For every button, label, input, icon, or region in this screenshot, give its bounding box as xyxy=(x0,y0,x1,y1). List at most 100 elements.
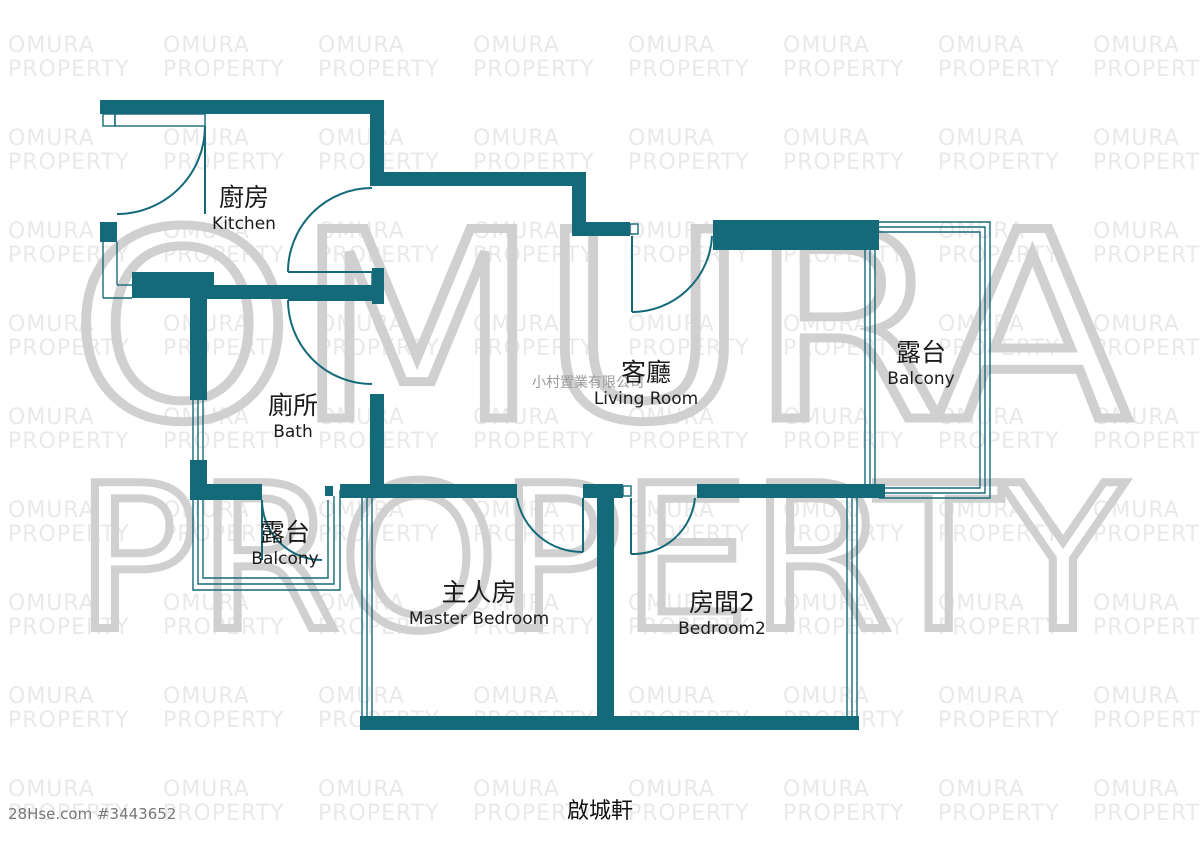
watermark-tile-line1: OMURA xyxy=(318,498,405,523)
watermark-tile-line1: OMURA xyxy=(8,684,95,709)
watermark-tile-line1: OMURA xyxy=(1093,684,1180,709)
property-name: 啟城軒 xyxy=(566,799,634,824)
watermark-tile-line1: OMURA xyxy=(8,777,95,802)
room-label-balcony-right: 露台 Balcony xyxy=(887,338,954,390)
watermark-tile-line1: OMURA xyxy=(163,405,250,430)
watermark-tile-line2: PROPERTY xyxy=(783,522,905,547)
watermark-tile-line1: OMURA xyxy=(628,684,715,709)
watermark-tile-line2: PROPERTY xyxy=(938,150,1060,175)
watermark-tile-line2: PROPERTY xyxy=(783,336,905,361)
watermark-tile-line1: OMURA xyxy=(1093,591,1180,616)
watermark-tile-line1: OMURA xyxy=(318,312,405,337)
room-label-master-zh: 主人房 xyxy=(441,578,517,607)
watermark-tile-line2: PROPERTY xyxy=(163,615,285,640)
watermark-tile-line2: PROPERTY xyxy=(473,522,595,547)
watermark-tile-line1: OMURA xyxy=(163,684,250,709)
watermark-tile-line2: PROPERTY xyxy=(938,615,1060,640)
watermark-tile-line1: OMURA xyxy=(783,33,870,58)
watermark-tile-line1: OMURA xyxy=(473,126,560,151)
watermark-tile-line1: OMURA xyxy=(473,498,560,523)
watermark-tile-line2: PROPERTY xyxy=(8,57,130,82)
watermark-tile-line1: OMURA xyxy=(1093,33,1180,58)
room-label-balcony-right-zh: 露台 xyxy=(895,338,947,367)
watermark-tile-line2: PROPERTY xyxy=(163,336,285,361)
room-label-bath: 廁所 Bath xyxy=(268,391,318,443)
watermark-tile-line1: OMURA xyxy=(318,33,405,58)
watermark-tile-line2: PROPERTY xyxy=(783,615,905,640)
watermark-tile-line2: PROPERTY xyxy=(783,801,905,826)
room-label-bath-en: Bath xyxy=(273,422,313,442)
watermark-tile-line1: OMURA xyxy=(473,33,560,58)
watermark-tile-line1: OMURA xyxy=(938,405,1025,430)
watermark-tile-line1: OMURA xyxy=(938,33,1025,58)
watermark-tile-line2: PROPERTY xyxy=(473,615,595,640)
room-label-bedroom2-en: Bedroom2 xyxy=(678,619,766,639)
watermark-tile-line2: PROPERTY xyxy=(163,801,285,826)
watermark-tile-line1: OMURA xyxy=(8,33,95,58)
watermark-tile-line1: OMURA xyxy=(163,33,250,58)
watermark-tile-line1: OMURA xyxy=(8,312,95,337)
watermark-tile-line1: OMURA xyxy=(938,498,1025,523)
watermark-tile-line2: PROPERTY xyxy=(783,150,905,175)
watermark-tile-line1: OMURA xyxy=(8,219,95,244)
watermark-tile-line2: PROPERTY xyxy=(628,615,750,640)
watermark-tile-line2: PROPERTY xyxy=(1093,243,1200,268)
room-label-master: 主人房 Master Bedroom xyxy=(409,578,549,630)
watermark-tile-line1: OMURA xyxy=(1093,312,1180,337)
walls xyxy=(100,100,885,730)
room-label-living-zh: 客廳 xyxy=(620,358,672,387)
watermark-tile-line1: OMURA xyxy=(783,684,870,709)
room-label-balcony-left-zh: 露台 xyxy=(259,518,311,547)
watermark-tile-line2: PROPERTY xyxy=(8,150,130,175)
watermark-tile-line1: OMURA xyxy=(1093,498,1180,523)
watermark-tile-line2: PROPERTY xyxy=(1093,522,1200,547)
watermark-tile-line2: PROPERTY xyxy=(1093,708,1200,733)
room-label-kitchen-zh: 廚房 xyxy=(218,183,269,212)
watermark-tile-line2: PROPERTY xyxy=(1093,336,1200,361)
watermark-tile-line1: OMURA xyxy=(318,126,405,151)
watermark-tile-line2: PROPERTY xyxy=(163,429,285,454)
watermark-tile-line1: OMURA xyxy=(628,591,715,616)
watermark-tile-line2: PROPERTY xyxy=(163,150,285,175)
watermark-tile-line2: PROPERTY xyxy=(318,801,440,826)
watermark-tile-line1: OMURA xyxy=(473,777,560,802)
watermark-tile-line2: PROPERTY xyxy=(1093,429,1200,454)
watermark-tile-line2: PROPERTY xyxy=(783,429,905,454)
watermark-tile-line1: OMURA xyxy=(318,405,405,430)
watermark-tile-line1: OMURA xyxy=(938,312,1025,337)
room-label-bedroom2: 房間2 Bedroom2 xyxy=(678,588,766,640)
room-label-kitchen-en: Kitchen xyxy=(212,214,276,234)
watermark-tile-line1: OMURA xyxy=(783,405,870,430)
room-label-balcony-left: 露台 Balcony xyxy=(251,518,318,570)
watermark-tile-line2: PROPERTY xyxy=(473,801,595,826)
watermark-tile-line1: OMURA xyxy=(628,498,715,523)
watermark-tile-line1: OMURA xyxy=(318,591,405,616)
